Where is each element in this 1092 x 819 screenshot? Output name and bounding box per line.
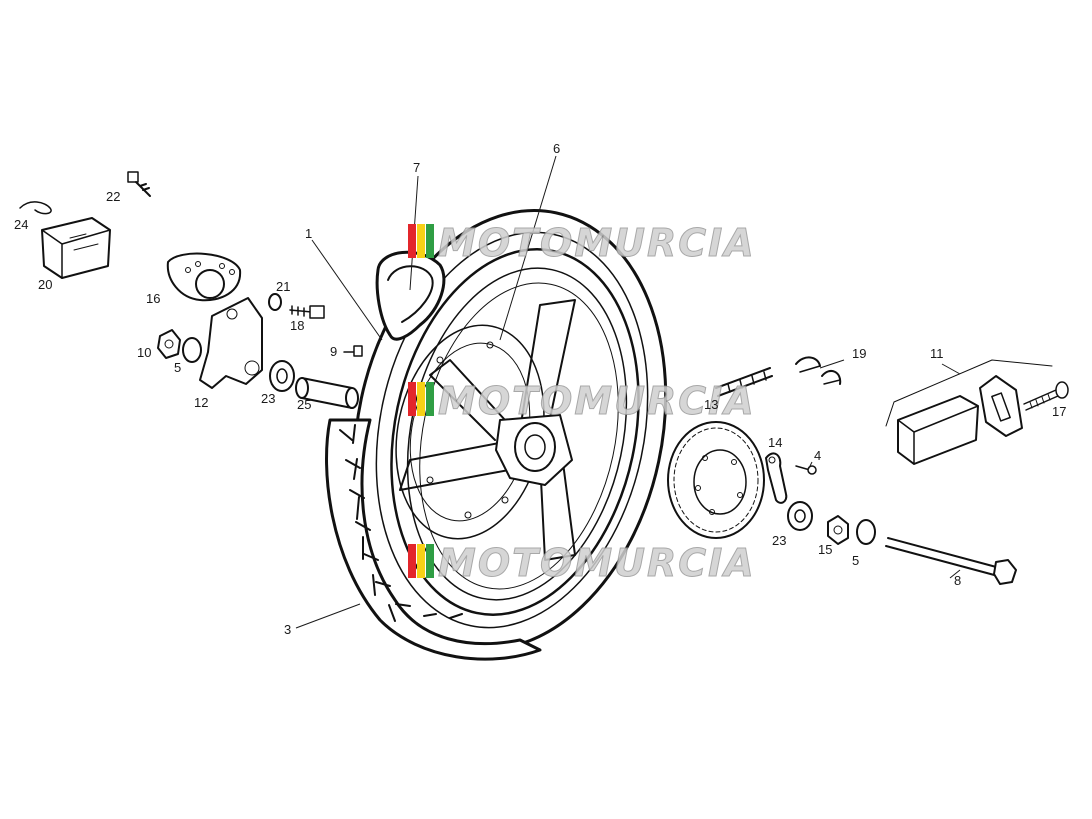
washer <box>268 293 282 311</box>
rear-sprocket <box>667 421 765 539</box>
part-label-7: 7 <box>413 160 420 175</box>
lock-plate-screw <box>795 465 817 475</box>
tire-tread-section <box>325 418 542 661</box>
watermark-flag-green <box>426 382 434 416</box>
washer <box>856 519 876 545</box>
part-label-19: 19 <box>852 346 866 361</box>
chain-master-link <box>795 356 842 385</box>
sprocket-lock-plate <box>765 452 788 504</box>
watermark-flag-yellow <box>417 224 425 258</box>
part-label-23-left: 23 <box>261 391 275 406</box>
adjuster-bolt <box>1023 381 1069 411</box>
leader-lines <box>295 155 961 629</box>
spacer-tube <box>295 377 359 409</box>
part-label-17: 17 <box>1052 404 1066 419</box>
part-label-8: 8 <box>954 573 961 588</box>
brake-caliper <box>166 252 242 302</box>
inner-tube-cutaway <box>375 250 446 341</box>
part-label-1: 1 <box>305 226 312 241</box>
part-label-21: 21 <box>276 279 290 294</box>
part-label-12: 12 <box>194 395 208 410</box>
watermark-text: MOTOMURCIA <box>438 379 756 423</box>
watermark-flag-yellow <box>417 544 425 578</box>
part-label-11: 11 <box>930 346 944 361</box>
part-label-4: 4 <box>814 448 821 463</box>
watermark-text: MOTOMURCIA <box>438 541 756 585</box>
disc-screw <box>343 345 363 357</box>
watermark-flag-red <box>408 544 416 578</box>
bearing <box>787 501 813 531</box>
part-label-24: 24 <box>14 217 28 232</box>
spacer-nut <box>827 515 849 545</box>
part-label-18: 18 <box>290 318 304 333</box>
part-label-3: 3 <box>284 622 291 637</box>
chain-adjuster-block <box>885 359 1053 465</box>
watermark-flag-red <box>408 224 416 258</box>
watermark-flag-green <box>426 224 434 258</box>
watermark: MOTOMURCIA MOTOMURCIA MOTOMURCIA <box>408 221 756 586</box>
spring-clip <box>19 201 52 215</box>
watermark-text: MOTOMURCIA <box>438 221 756 265</box>
bleeder-pin <box>127 171 151 197</box>
part-label-5-left: 5 <box>174 360 181 375</box>
bearing <box>269 360 295 392</box>
rear-wheel-assembly <box>352 209 668 651</box>
part-label-13: 13 <box>704 397 718 412</box>
part-label-20: 20 <box>38 277 52 292</box>
wheel-hub <box>495 414 573 486</box>
part-label-15: 15 <box>818 542 832 557</box>
part-label-16: 16 <box>146 291 160 306</box>
watermark-flag-red <box>408 382 416 416</box>
part-label-14: 14 <box>768 435 782 450</box>
axle-nut <box>157 329 181 359</box>
part-label-9: 9 <box>330 344 337 359</box>
drive-chain-section <box>715 367 773 397</box>
part-label-6: 6 <box>553 141 560 156</box>
caliper-bracket <box>199 297 263 389</box>
washer <box>182 337 202 363</box>
watermark-flag-green <box>426 544 434 578</box>
part-labels: 1 3 4 5 5 6 7 8 9 10 11 12 13 14 15 16 1… <box>14 141 1066 637</box>
watermark-flag-yellow <box>417 382 425 416</box>
part-label-22: 22 <box>106 189 120 204</box>
brake-pads <box>41 217 111 279</box>
caliper-bolt <box>289 305 325 319</box>
part-label-23-right: 23 <box>772 533 786 548</box>
part-label-25: 25 <box>297 397 311 412</box>
part-label-10: 10 <box>137 345 151 360</box>
part-label-5-right: 5 <box>852 553 859 568</box>
rear-axle <box>885 537 1017 585</box>
